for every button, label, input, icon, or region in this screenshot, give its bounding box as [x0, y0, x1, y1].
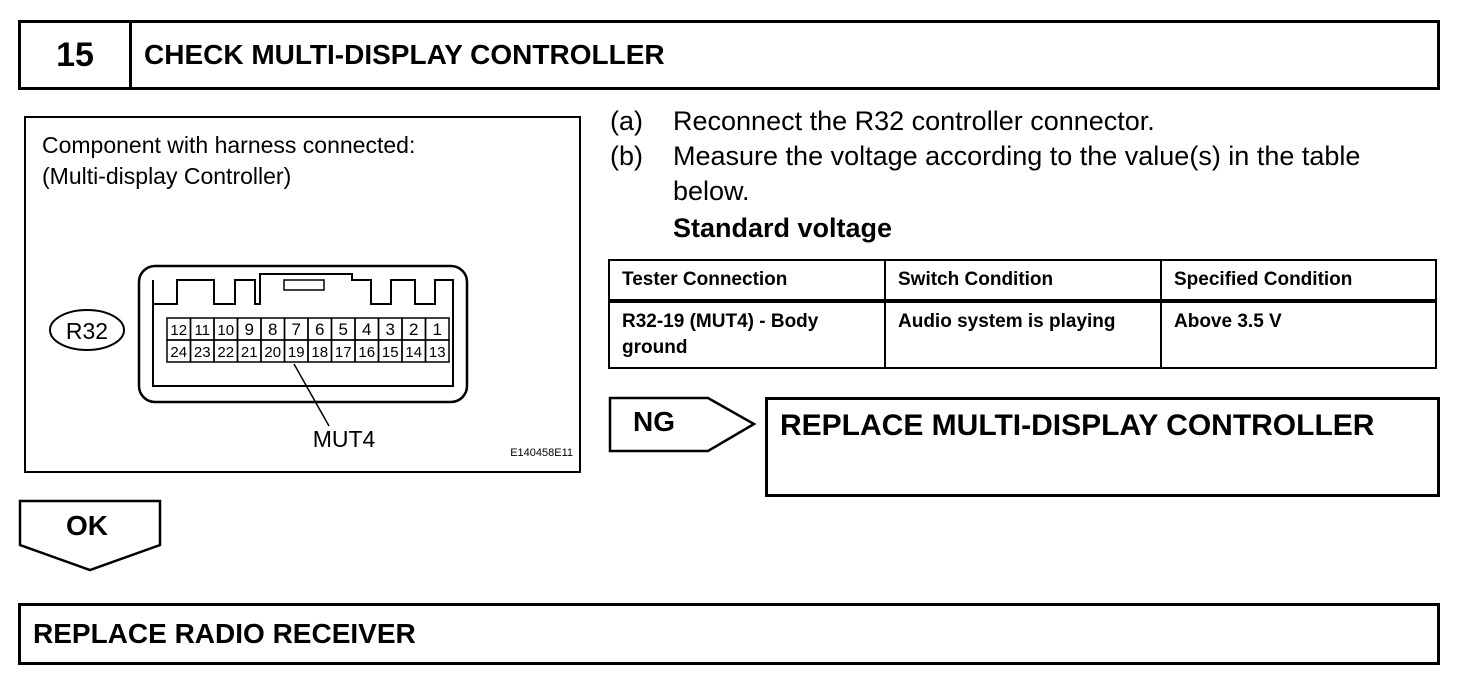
result-box: REPLACE RADIO RECEIVER: [18, 603, 1440, 665]
pin-number: 10: [217, 322, 234, 339]
pin-number: 15: [382, 344, 399, 361]
callout-line: [293, 363, 330, 427]
callout-label: MUT4: [313, 426, 376, 452]
pin-number: 13: [429, 344, 446, 361]
connector-latch: [283, 279, 325, 291]
pin-number: 22: [217, 344, 234, 361]
header-tester-connection: Tester Connection: [608, 259, 886, 303]
pin-number: 21: [241, 344, 258, 361]
connector-id-ellipse: [49, 309, 125, 351]
pin-number: 6: [315, 320, 324, 339]
connector-housing: [137, 264, 469, 404]
standard-heading: Standard voltage: [673, 213, 893, 243]
step-b-text: Measure the voltage according to the val…: [673, 141, 1361, 206]
pin-number: 20: [264, 344, 281, 361]
spec-table: Tester Connection Switch Condition Speci…: [608, 259, 1437, 369]
header-switch-condition: Switch Condition: [884, 259, 1162, 303]
connector-inner-outline: [152, 273, 454, 387]
step-a-text: Reconnect the R32 controller connector.: [673, 106, 1155, 136]
procedure-text: (a) Reconnect the R32 controller connect…: [610, 104, 1393, 246]
ok-arrow: [18, 499, 162, 572]
pin-cell: [424, 339, 450, 363]
pin-number: 4: [362, 320, 371, 339]
pin-number: 14: [405, 344, 422, 361]
header-specified-condition: Specified Condition: [1160, 259, 1437, 303]
ok-label: OK: [66, 510, 108, 541]
caption-line-2: (Multi-display Controller): [42, 163, 292, 189]
table-header-row: Tester Connection Switch Condition Speci…: [608, 259, 1437, 303]
table-row: R32-19 (MUT4) - Body ground Audio system…: [608, 300, 1437, 369]
pin-number: 2: [409, 320, 418, 339]
step-number: 15: [21, 23, 132, 87]
ng-arrow: [608, 396, 757, 453]
pin-number: 3: [386, 320, 395, 339]
pin-number: 16: [358, 344, 375, 361]
cell-tester-connection: R32-19 (MUT4) - Body ground: [608, 300, 886, 369]
pin-number: 23: [194, 344, 211, 361]
pin-number: 17: [335, 344, 352, 361]
pin-number: 24: [170, 344, 187, 361]
ng-action-text: REPLACE MULTI-DISPLAY CONTROLLER: [780, 409, 1375, 442]
connector-illustration: Component with harness connected: (Multi…: [24, 116, 581, 473]
pin-number: 1: [433, 320, 442, 339]
pin-number: 7: [292, 320, 301, 339]
caption-line-1: Component with harness connected:: [42, 132, 416, 158]
cell-switch-condition: Audio system is playing: [884, 300, 1162, 369]
pin-number: 5: [339, 320, 348, 339]
illustration-caption: Component with harness connected: (Multi…: [42, 130, 415, 192]
pin-number: 11: [194, 322, 210, 339]
step-b-marker: (b): [610, 141, 643, 171]
connector-id-label: R32: [66, 318, 108, 344]
cell-specified-condition: Above 3.5 V: [1160, 300, 1437, 369]
pin-number: 8: [268, 320, 277, 339]
procedure-step-b: (b) Measure the voltage according to the…: [610, 139, 1393, 209]
pin-number: 12: [170, 322, 187, 339]
pin-number: 19: [288, 344, 305, 361]
step-header: 15 CHECK MULTI-DISPLAY CONTROLLER: [18, 20, 1440, 90]
procedure-step-a: (a) Reconnect the R32 controller connect…: [610, 104, 1393, 139]
pin-number: 9: [245, 320, 254, 339]
ng-action-box: REPLACE MULTI-DISPLAY CONTROLLER: [765, 397, 1440, 497]
step-title: CHECK MULTI-DISPLAY CONTROLLER: [144, 39, 665, 70]
ng-label: NG: [633, 406, 675, 437]
illustration-code: E140458E11: [510, 447, 573, 459]
result-text: REPLACE RADIO RECEIVER: [33, 618, 416, 649]
pin-number: 18: [311, 344, 328, 361]
step-a-marker: (a): [610, 106, 643, 136]
